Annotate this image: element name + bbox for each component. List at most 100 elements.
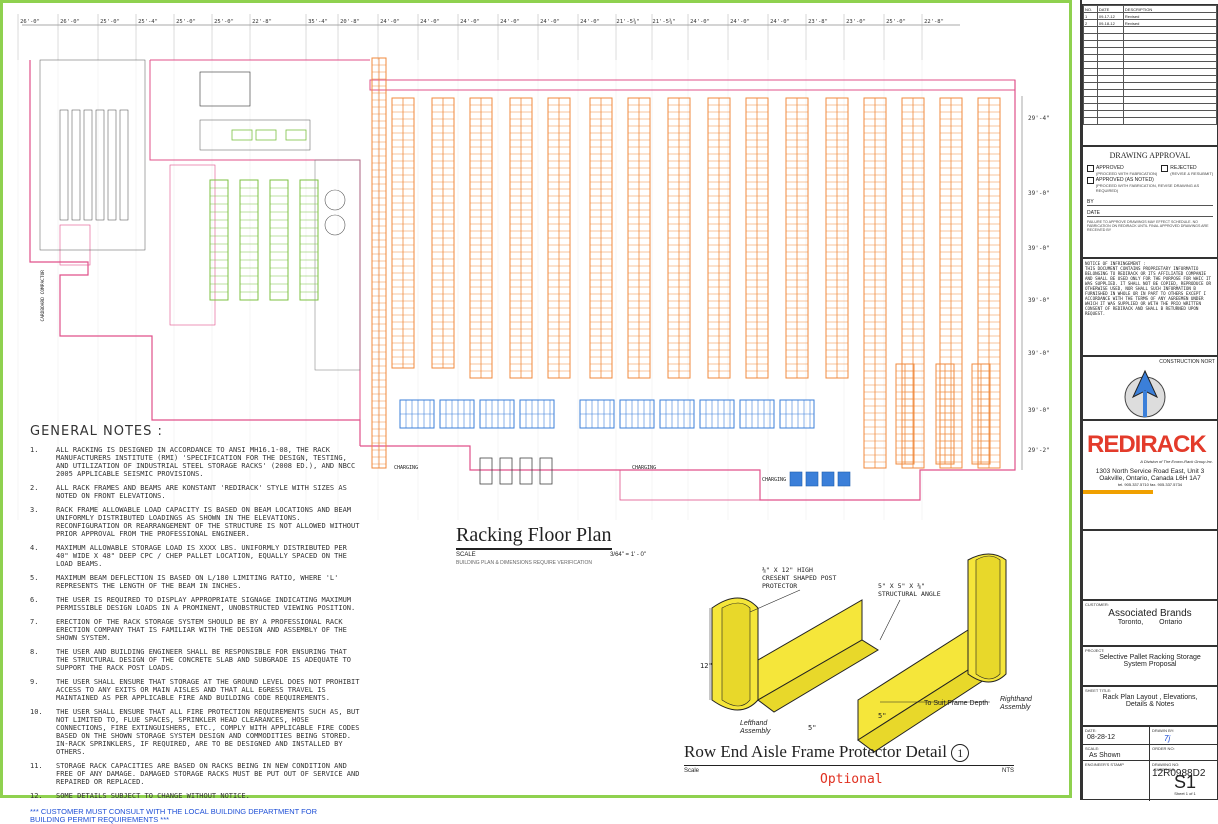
compactor-label: CARDBOARD COMPACTOR (41, 270, 46, 322)
sheet-title-label: SHEET TITLE: (1085, 688, 1112, 693)
dim-5b-label: 5" (878, 712, 887, 720)
equipment-line (95, 109, 105, 221)
scale-field-value: As Shown (1089, 752, 1121, 759)
blue-rack-8 (699, 399, 735, 429)
dock-door (837, 471, 851, 487)
revision-row (1083, 110, 1218, 118)
dimension-text: 29'-2" (1028, 447, 1050, 454)
dimension-text: 39'-0" (1028, 245, 1050, 252)
general-note-item: 6.The user is required to display approp… (30, 596, 360, 612)
general-note-item: 12.Some details subject to change withou… (30, 792, 360, 800)
approval-note: FAILURE TO APPROVE DRAWINGS MAY EFFECT S… (1087, 220, 1209, 232)
sheet-number-block: SHEET NO: S1 Sheet 1 of 1 (1152, 766, 1218, 796)
dimension-text: 26'-0" (60, 19, 80, 25)
company-address2: Oakville, Ontario, Canada L6H 1A7 (1099, 475, 1201, 482)
revision-row (1083, 117, 1218, 125)
dimension-text: 21'-5¾" (652, 19, 675, 25)
rack-row-8 (667, 97, 691, 379)
dimension-text: 24'-0" (460, 19, 480, 25)
loading-area (619, 469, 761, 501)
dimension-text: 24'-0" (380, 19, 400, 25)
north-label: CONSTRUCTION NORT (1159, 359, 1215, 365)
frame-depth-label: To Suit Frame Depth (924, 700, 989, 707)
green-rack-small (255, 129, 277, 141)
equipment-line (59, 109, 69, 221)
general-note-number: 11. (30, 762, 43, 770)
rejected-checkbox[interactable]: REJECTED(REVISE & RESUBMIT) (1161, 165, 1213, 176)
approved-checkbox[interactable]: APPROVED(PROCEED WITH FABRICATION) (1087, 165, 1157, 176)
blue-rack-6 (619, 399, 655, 429)
date-field-label: DATE: (1085, 728, 1097, 733)
equipment-line (83, 109, 93, 221)
rack-row-left-strip (371, 57, 387, 469)
revision-row (1083, 33, 1218, 41)
general-note-number: 4. (30, 544, 39, 552)
project-label: PROJECT: (1085, 648, 1105, 653)
permit-warning: *** CUSTOMER MUST CONSULT WITH THE LOCAL… (30, 807, 317, 824)
dock-door (789, 471, 803, 487)
general-note-text: Storage rack capacities are based on rac… (56, 762, 360, 786)
dock-leveller (499, 457, 513, 485)
date-field[interactable]: DATE (1087, 210, 1213, 217)
revision-row (1083, 26, 1218, 34)
blue-rack-7 (659, 399, 695, 429)
rack-row-13 (863, 97, 887, 469)
blue-rack-10 (779, 399, 815, 429)
general-note-number: 3. (30, 506, 39, 514)
dock-door (805, 471, 819, 487)
revision-row (1083, 82, 1218, 90)
general-note-item: 11. Storage rack capacities are based on … (30, 762, 360, 786)
blank-box (1082, 530, 1218, 600)
blue-rack-3 (479, 399, 515, 429)
general-note-text: Maximum beam deflection is based on L/18… (56, 574, 339, 590)
general-note-number: 1. (30, 446, 39, 454)
company-address1: 1303 North Service Road East, Unit 3 (1095, 468, 1205, 475)
leader-line (879, 599, 901, 641)
project-line1: Selective Pallet Racking Storage (1099, 654, 1201, 661)
drawn-by-value: 7j (1164, 734, 1171, 743)
rack-row-1 (391, 97, 415, 369)
approved-noted-checkbox[interactable]: APPROVED (AS NOTED)(PROCEED WITH FABRICA… (1087, 177, 1217, 193)
general-note-text: All rack frames and beams are Konstant '… (56, 484, 347, 500)
general-note-number: 9. (30, 678, 39, 686)
floor-plan-scale-value: 3/64" = 1' - 0" (610, 552, 646, 558)
revision-row (1083, 47, 1218, 55)
sheet-title-line2: Details & Notes (1125, 701, 1175, 708)
dimension-text: 21'-5¾" (616, 19, 639, 25)
drawing-approval: DRAWING APPROVAL APPROVED(PROCEED WITH F… (1082, 146, 1218, 258)
lefthand-caption: Lefthand Assembly (740, 720, 771, 735)
general-note-number: 5. (30, 574, 39, 582)
north-arrow-box: CONSTRUCTION NORT (1082, 356, 1218, 420)
company-block: REDIRACK A Division of The Econo-Rack Gr… (1082, 420, 1218, 530)
rack-row-lower-2 (935, 363, 955, 465)
drawing-border (0, 0, 1072, 798)
dimension-text: 25'-0" (886, 19, 906, 25)
dimension-text: 24'-0" (730, 19, 750, 25)
rack-row-lower-3 (971, 363, 991, 465)
customer-city: Toronto, (1117, 619, 1144, 626)
equipment-area (39, 59, 146, 251)
general-note-text: The user shall ensure that storage at th… (56, 678, 360, 702)
structural-angle-label: 5" x 5" x ⅜" STRUCTURAL ANGLE (878, 582, 941, 598)
general-notes: GENERAL NOTES : 1.All racking is designe… (30, 425, 360, 824)
room-a (169, 164, 216, 326)
detail-title: Row End Aisle Frame Protector Detail (684, 742, 947, 761)
customer-province: Ontario (1159, 619, 1183, 626)
detail-scale-value: NTS (1002, 768, 1014, 774)
general-note-number: 7. (30, 618, 39, 626)
dim-12-label: 12" (700, 662, 713, 670)
dimension-text: 24'-0" (770, 19, 790, 25)
dimension-text: 39'-0" (1028, 407, 1050, 414)
rev-header-date: DATE (1096, 5, 1124, 13)
infringement-notice: NOTICE OF INFRINGEMENT : This document c… (1082, 258, 1218, 356)
green-rack-2 (239, 179, 259, 301)
by-field[interactable]: BY (1087, 199, 1213, 206)
drawing-no-label: DRAWING NO: (1152, 762, 1180, 767)
dimension-text: 24'-0" (420, 19, 440, 25)
redirack-logo: REDIRACK (1087, 431, 1207, 458)
green-rack-1 (209, 179, 229, 301)
general-note-text: Rack frame allowable load capacity is ba… (56, 506, 360, 538)
